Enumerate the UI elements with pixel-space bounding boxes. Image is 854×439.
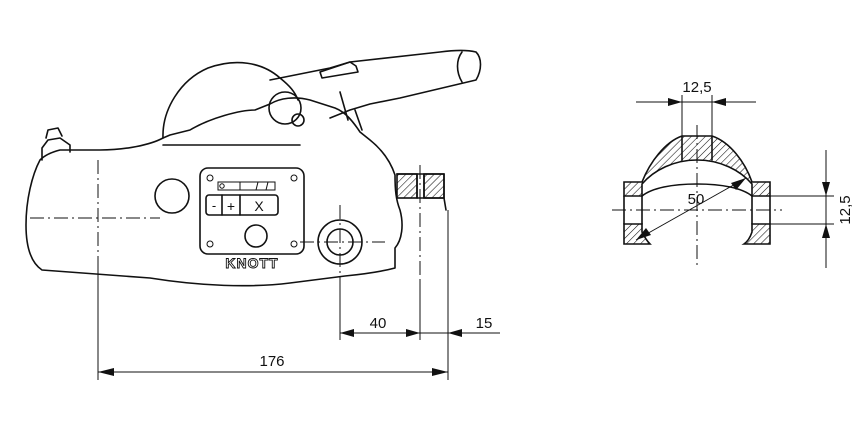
indicator-dot [219, 183, 225, 189]
arrow-15 [448, 329, 462, 337]
indicator-cap [45, 127, 63, 139]
section-right-foot [741, 223, 771, 245]
dim-top-width: 12,5 [682, 79, 711, 96]
handle-dome [162, 61, 299, 139]
lever-grip-line [456, 51, 463, 83]
arrow-40-left [340, 329, 354, 337]
pivot-circle [268, 91, 302, 125]
keypad-frame [205, 194, 279, 216]
plate-screw-tl [206, 174, 214, 182]
pivot-pin [291, 113, 305, 127]
keypad-x-key: X [254, 198, 264, 214]
dim-diameter: 50 [688, 191, 705, 208]
plate-screw-br [290, 240, 298, 248]
dim-side-height: 12,5 [837, 195, 854, 224]
keypad-minus-key: - [212, 198, 216, 213]
plate-knob [244, 224, 268, 248]
lever-handle [269, 49, 482, 119]
dim-overall-length: 176 [259, 353, 284, 370]
arrow-side-bottom [822, 224, 830, 238]
lever-detail-2 [339, 91, 363, 131]
side-view-dimensions: 176 40 15 [97, 210, 500, 380]
dim-bolt-offset: 40 [370, 315, 387, 332]
section-left-foot [623, 223, 652, 245]
arrow-diameter-upper [731, 178, 746, 190]
keypad-plate [199, 167, 305, 255]
section-view: 12,5 12,5 50 [612, 79, 854, 268]
arrow-40-right [406, 329, 420, 337]
dim-line-diameter [635, 177, 747, 241]
wear-indicator [217, 181, 276, 191]
socket-hatch-left [396, 173, 418, 199]
keypad-plus-key: + [227, 198, 235, 214]
brand-logo: KNOTT [225, 255, 278, 271]
section-hatched-body [623, 135, 771, 197]
arrow-diameter-lower [636, 228, 651, 240]
dim-socket-width: 15 [476, 315, 493, 332]
arrow-side-top [822, 182, 830, 196]
coupling-side-view: - + X KNOTT [25, 49, 482, 287]
lever-detail [319, 61, 359, 79]
plate-screw-tr [290, 174, 298, 182]
arrow-top-right [712, 98, 726, 106]
arrow-176-left [98, 368, 114, 376]
left-bolt-circle [154, 178, 190, 214]
arrow-top-left [668, 98, 682, 106]
socket-hatch-right [423, 173, 445, 199]
coupling-body-outline [25, 97, 403, 287]
indicator-stub [41, 137, 71, 161]
socket-outline [396, 173, 447, 211]
arrow-176-right [432, 368, 448, 376]
plate-screw-bl [206, 240, 214, 248]
